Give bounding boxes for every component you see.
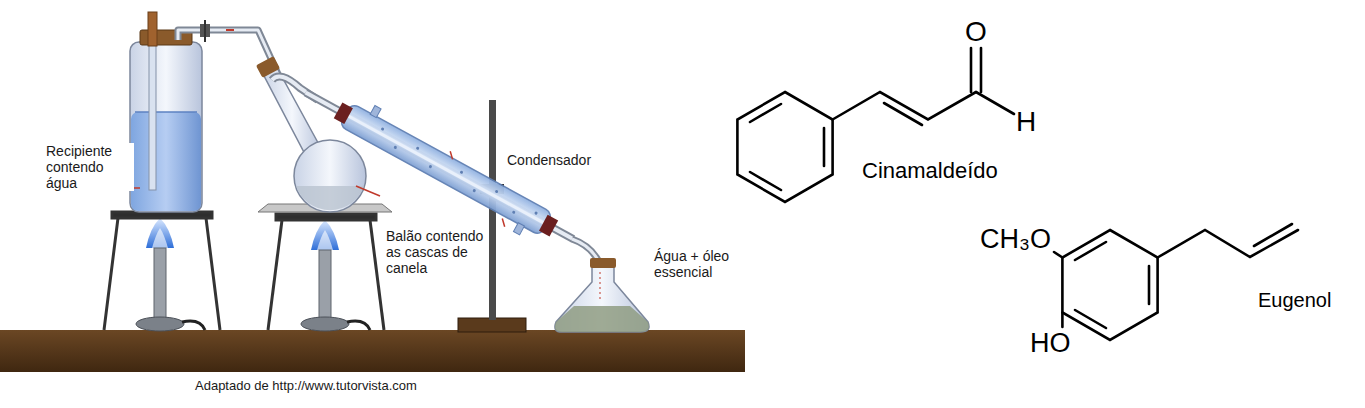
atom-label: H: [1016, 108, 1036, 136]
atom-label: CH₃O: [980, 226, 1051, 253]
part-label: Água + óleo essencial: [652, 248, 756, 280]
compound-name: Eugenol: [1258, 290, 1331, 310]
bench: [0, 330, 745, 372]
tripod: [104, 212, 220, 330]
compound-name: Cinamaldeído: [862, 160, 998, 182]
burner: [136, 218, 205, 331]
part-label: Recipiente contendo água: [44, 143, 134, 191]
source-caption: Adaptado de http://www.tutorvista.com: [195, 379, 417, 394]
part-label: Condensador: [505, 152, 619, 168]
burner: [301, 220, 370, 331]
atom-label: O: [965, 18, 987, 46]
tripod: [268, 214, 384, 330]
cinnamaldehyde-structure: [737, 48, 1014, 202]
eugenol-structure: [1054, 224, 1298, 340]
atom-label: HO: [1030, 330, 1071, 357]
part-label: Balão contendo as cascas de canela: [384, 228, 488, 276]
water-bottle: [130, 12, 202, 212]
erlenmeyer-flask: [555, 258, 649, 332]
